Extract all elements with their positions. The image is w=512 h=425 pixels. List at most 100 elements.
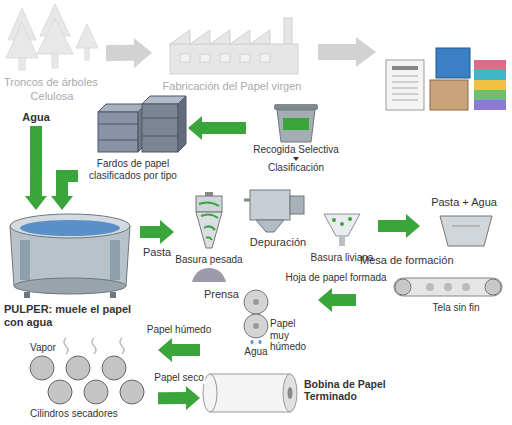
process-arrow bbox=[140, 220, 174, 244]
process-arrow bbox=[51, 176, 78, 210]
paper-products-illustration bbox=[392, 88, 418, 89]
recycling-bin-illustration bbox=[293, 157, 299, 161]
flow-label: Pasta bbox=[141, 246, 173, 259]
process-arrow bbox=[378, 214, 420, 238]
arrow-head bbox=[160, 220, 174, 244]
stage-label: Fabricación del Papel virgen bbox=[163, 80, 302, 93]
stage-label: Pasta + Agua bbox=[431, 196, 497, 209]
paper-reel-illustration bbox=[203, 374, 297, 412]
stage-label: Tela sin fin bbox=[432, 302, 479, 314]
factory-illustration bbox=[180, 54, 190, 62]
screen-device-illustration bbox=[244, 199, 250, 202]
press-rollers-illustration bbox=[244, 314, 268, 338]
screen-device-illustration bbox=[256, 220, 284, 232]
stage-label: Celulosa bbox=[31, 90, 74, 103]
flow-label: Hoja de papel formada bbox=[283, 272, 388, 284]
process-arrow bbox=[158, 386, 200, 410]
press-rollers-illustration bbox=[253, 299, 259, 305]
pulper-illustration bbox=[14, 278, 126, 294]
arrow-head bbox=[25, 196, 47, 210]
pulper-illustration bbox=[10, 214, 130, 298]
screen-device-illustration bbox=[290, 196, 304, 214]
process-arrow bbox=[106, 38, 152, 68]
arrow-shaft bbox=[106, 45, 135, 61]
pulper-illustration bbox=[110, 292, 116, 298]
dryer-cylinders-illustration bbox=[48, 380, 72, 404]
screening-stage: DepuraciónBasura liviana bbox=[246, 180, 378, 270]
paper-reel-illustration bbox=[210, 374, 290, 412]
dryer-cylinders-illustration bbox=[66, 356, 90, 380]
factory-illustration bbox=[170, 44, 298, 74]
tree-illustration bbox=[85, 48, 89, 60]
arrow-head bbox=[186, 386, 200, 410]
paper-products-illustration bbox=[392, 82, 418, 83]
arrow-head bbox=[158, 338, 172, 362]
light-waste-funnel-illustration bbox=[332, 218, 336, 222]
pulper-illustration bbox=[10, 214, 130, 238]
stage-label: Vapor bbox=[30, 342, 56, 354]
paper-reel-illustration bbox=[283, 374, 297, 412]
pulper-illustration bbox=[20, 220, 120, 236]
arrow-shaft bbox=[171, 344, 200, 356]
factory-illustration bbox=[170, 30, 270, 44]
press-rollers-illustration bbox=[253, 323, 259, 329]
stage-label: Depuración bbox=[250, 236, 306, 249]
stage-label: Bobina de Papel Terminado bbox=[304, 378, 398, 402]
press-rollers-illustration bbox=[251, 340, 254, 344]
dryer-cylinders-illustration bbox=[102, 356, 126, 380]
factory-illustration bbox=[284, 18, 292, 44]
cyclone-cleaner-illustration bbox=[199, 202, 219, 240]
bales-stage: Fardos de papel clasificados por tipo bbox=[78, 94, 188, 188]
paper-bales-illustration bbox=[142, 136, 178, 137]
reel-stage: Bobina de Papel Terminado bbox=[200, 366, 400, 422]
light-waste-funnel-illustration bbox=[348, 217, 352, 221]
dryer-cylinders-illustration bbox=[120, 380, 144, 404]
dryer-cylinders-illustration bbox=[84, 380, 108, 404]
factory-illustration bbox=[170, 18, 298, 74]
forming-table-illustration bbox=[395, 279, 411, 295]
recycling-bin-illustration bbox=[274, 104, 318, 110]
process-arrow bbox=[158, 338, 200, 362]
water-input: Agua bbox=[16, 110, 56, 126]
stage-label: Fardos de papel clasificados por tipo bbox=[81, 158, 185, 181]
arrow-shaft bbox=[62, 176, 78, 197]
process-arrow bbox=[188, 116, 246, 140]
dryer-cylinders-illustration bbox=[30, 356, 54, 380]
press-stage: PrensaPapel muy húmedoAgua bbox=[200, 284, 318, 360]
forming-table-illustration bbox=[462, 283, 470, 291]
light-waste-funnel-illustration bbox=[340, 222, 344, 226]
headbox-illustration bbox=[440, 216, 492, 246]
screen-device-illustration bbox=[244, 190, 304, 232]
paper-products-illustration bbox=[474, 80, 506, 90]
arrow-shaft bbox=[140, 226, 161, 238]
stage-label: Prensa bbox=[204, 288, 239, 301]
paper-products-illustration bbox=[430, 80, 468, 110]
tree-illustration bbox=[37, 18, 73, 54]
forming-table-illustration bbox=[426, 283, 434, 291]
factory-illustration bbox=[220, 54, 230, 62]
stage-label: Clasificación bbox=[268, 162, 324, 174]
recycling-bin-illustration bbox=[283, 118, 309, 130]
process-arrow bbox=[25, 126, 47, 210]
cyclone-cleaner-illustration bbox=[192, 192, 226, 282]
collection-stage: Recogida SelectivaClasificación bbox=[246, 100, 346, 176]
light-waste-funnel-illustration bbox=[324, 214, 360, 246]
tree-illustration bbox=[52, 54, 58, 68]
tree-illustration bbox=[6, 22, 38, 58]
paper-products-illustration bbox=[474, 90, 506, 100]
dryer-cylinders-illustration bbox=[30, 338, 144, 404]
dryer-stage: VaporCilindros secadores bbox=[8, 338, 158, 424]
pulper-illustration bbox=[110, 240, 120, 280]
factory-illustration bbox=[240, 54, 250, 62]
press-rollers-illustration bbox=[259, 340, 262, 344]
paper-products-illustration bbox=[474, 100, 506, 110]
paper-bales-illustration bbox=[98, 124, 138, 125]
paper-bales-illustration bbox=[98, 96, 186, 152]
paper-reel-illustration bbox=[288, 387, 293, 399]
dryer-cylinders-illustration bbox=[64, 338, 124, 354]
paper-bales-illustration bbox=[142, 104, 178, 152]
